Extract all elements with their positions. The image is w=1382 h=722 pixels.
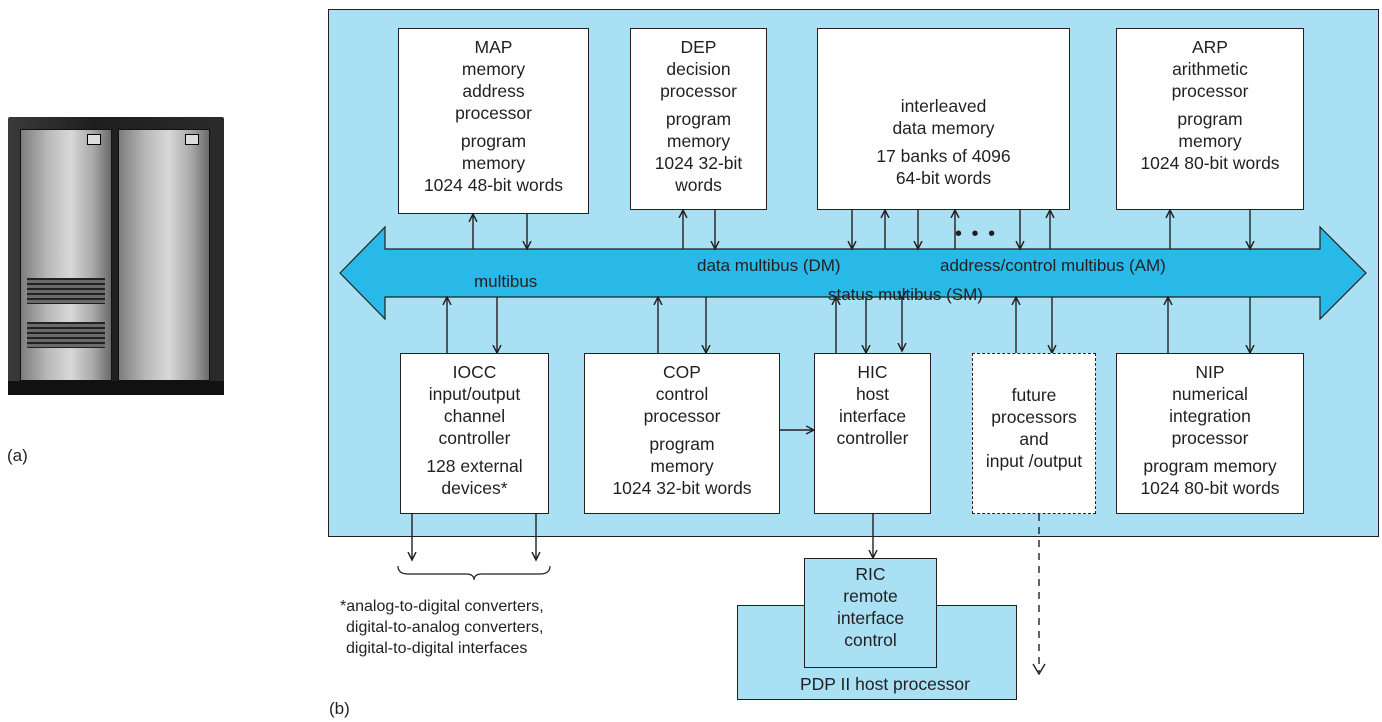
- box-line: 1024 32-bit: [654, 153, 743, 173]
- box-line: MAP: [474, 37, 513, 57]
- data-multibus-label: data multibus (DM): [697, 256, 841, 275]
- box-line: 1024 48-bit words: [423, 175, 564, 195]
- figure-label-b: (b): [329, 699, 350, 718]
- nip-processor-box: NIP numerical integration processor prog…: [1116, 353, 1304, 514]
- ric-remote-interface-box: RIC remote interface control: [804, 558, 937, 668]
- box-line: control: [844, 630, 897, 650]
- box-line: COP: [663, 362, 701, 382]
- box-line: controller: [438, 428, 511, 448]
- arp-processor-box: ARP arithmetic processor program memory …: [1116, 28, 1304, 210]
- box-line: processor: [1171, 81, 1249, 101]
- iocc-controller-box: IOCC input/output channel controller 128…: [400, 353, 549, 514]
- box-line: 1024 80-bit words: [1140, 478, 1280, 498]
- box-line: future: [1011, 385, 1057, 405]
- dep-processor-box: DEP decision processor program memory 10…: [630, 28, 767, 210]
- box-line: channel: [443, 406, 506, 426]
- box-line: words: [675, 175, 722, 195]
- box-line: memory: [666, 131, 731, 151]
- box-line: data memory: [892, 118, 995, 138]
- box-line: integration: [1169, 406, 1251, 426]
- cop-processor-box: COP control processor program memory 102…: [584, 353, 780, 514]
- hic-controller-box: HIC host interface controller: [814, 353, 931, 514]
- box-line: controller: [836, 428, 909, 448]
- box-line: 128 external: [426, 456, 523, 476]
- box-line: processor: [660, 81, 737, 101]
- cabinet-badge-right: [185, 134, 199, 145]
- box-line: 1024 32-bit words: [612, 478, 752, 498]
- box-line: memory: [461, 153, 526, 173]
- box-line: program: [460, 131, 527, 151]
- footnote-line: digital-to-digital interfaces: [346, 640, 528, 657]
- box-line: input/output: [428, 384, 521, 404]
- box-line: devices*: [441, 478, 508, 498]
- box-line: memory: [650, 456, 714, 476]
- box-line: interface: [838, 406, 907, 426]
- multibus-label: multibus: [474, 272, 538, 291]
- cabinet-door-right: [118, 129, 210, 381]
- box-line: interface: [836, 608, 905, 628]
- box-line: 1024 80-bit words: [1140, 153, 1280, 173]
- map-processor-box: MAP memory address processor program mem…: [398, 28, 589, 214]
- box-line: processor: [643, 406, 721, 426]
- box-line: input /output: [985, 451, 1083, 471]
- box-line: program: [649, 434, 715, 454]
- future-processors-box: future processors and input /output: [972, 353, 1096, 514]
- box-line: DEP: [680, 37, 717, 57]
- box-line: remote: [843, 586, 898, 606]
- box-line: memory: [461, 59, 526, 79]
- cabinet-base: [8, 381, 224, 395]
- box-line: interleaved: [900, 96, 987, 116]
- multibus-arrow: [339, 225, 1367, 321]
- box-line: address: [462, 81, 525, 101]
- footnote-line: digital-to-analog converters,: [346, 619, 544, 636]
- box-line: IOCC: [452, 362, 497, 382]
- box-line: ARP: [1192, 37, 1228, 57]
- cabinet-vent: [27, 322, 105, 348]
- box-line: program: [1177, 109, 1243, 129]
- box-line: and: [1019, 429, 1049, 449]
- host-processor-label: PDP II host processor: [800, 674, 970, 694]
- box-line: control: [655, 384, 709, 404]
- memory-bank-ellipsis: • • •: [955, 223, 998, 245]
- box-line: host: [855, 384, 890, 404]
- box-line: processors: [991, 407, 1077, 427]
- data-memory-box: interleaved data memory 17 banks of 4096…: [817, 28, 1070, 210]
- address-control-multibus-label: address/control multibus (AM): [940, 256, 1166, 275]
- box-line: RIC: [855, 564, 886, 584]
- box-line: program memory: [1143, 456, 1277, 476]
- box-line: decision: [666, 59, 731, 79]
- box-line: 17 banks of 4096: [876, 146, 1011, 166]
- cabinet-door-left: [20, 129, 112, 381]
- box-line: memory: [1178, 131, 1242, 151]
- box-line: 64-bit words: [895, 168, 992, 188]
- footnote-line: *analog-to-digital converters,: [340, 598, 544, 615]
- status-multibus-label: status multibus (SM): [828, 285, 983, 304]
- box-line: arithmetic: [1172, 59, 1248, 79]
- cabinet-vent: [27, 278, 105, 304]
- box-line: numerical: [1172, 384, 1248, 404]
- footnote-brace: [397, 565, 551, 581]
- box-line: processor: [455, 103, 532, 123]
- figure-label-a: (a): [7, 446, 28, 465]
- box-line: NIP: [1195, 362, 1225, 382]
- box-line: program: [665, 109, 732, 129]
- cabinet-badge-left: [87, 134, 101, 145]
- computer-cabinet-photo: [8, 117, 224, 395]
- box-line: HIC: [857, 362, 888, 382]
- box-line: processor: [1171, 428, 1249, 448]
